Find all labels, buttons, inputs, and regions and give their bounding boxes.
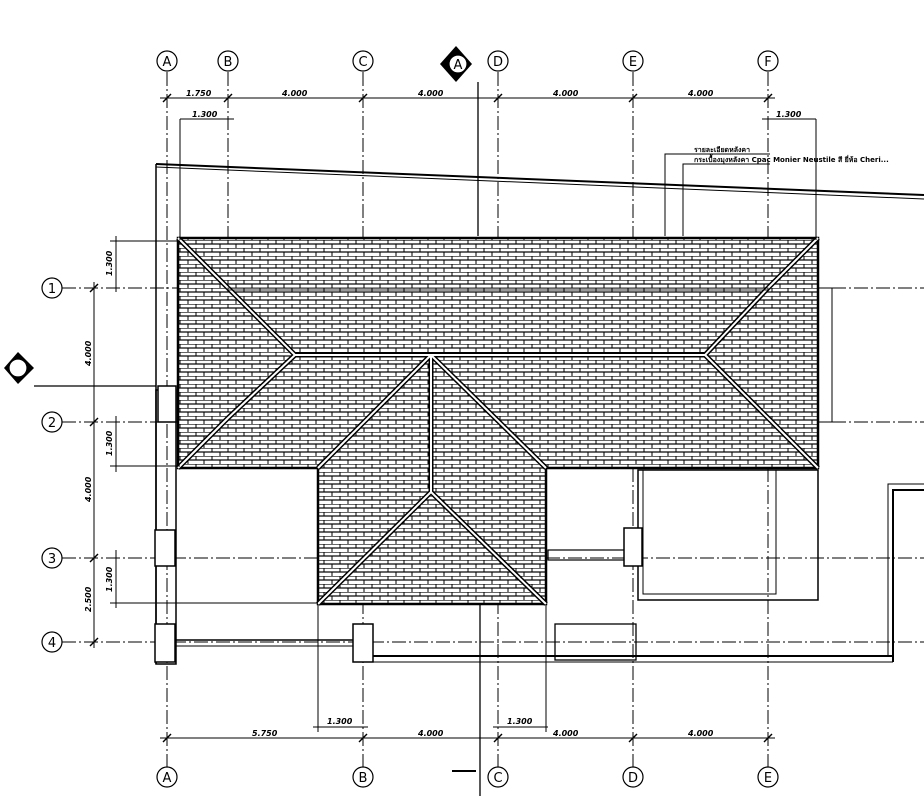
dim-left-1: 1.300 — [105, 250, 114, 276]
dim-left-2: 4.000 — [84, 340, 93, 367]
dim-bottom-1: 5.750 — [252, 729, 278, 738]
grid-bubbles-top — [156, 50, 779, 72]
grid-bubbles-left — [41, 277, 63, 653]
svg-text:A: A — [454, 58, 463, 73]
grid-bubble-e-bottom: E — [764, 771, 772, 786]
grid-bubbles-bottom — [156, 766, 779, 788]
grid-bubble-d-top: D — [493, 55, 503, 70]
dim-top-1: 1.750 — [186, 89, 212, 98]
grid-bubble-b-bottom: B — [359, 771, 368, 786]
dim-top-5: 4.000 — [687, 89, 714, 98]
grid-bubble-1: 1 — [48, 282, 56, 297]
dimension-ticks — [89, 93, 773, 743]
dim-bottom-overhang-1: 1.300 — [327, 717, 353, 726]
dim-top-2: 4.000 — [281, 89, 308, 98]
grid-bubble-d-bottom: D — [628, 771, 638, 786]
dim-overhang-right: 1.300 — [776, 110, 802, 119]
grid-bubble-a-bottom: A — [163, 771, 172, 786]
roof — [176, 236, 820, 606]
dim-bottom-4: 4.000 — [687, 729, 714, 738]
site-outline — [155, 82, 924, 796]
section-marker-left — [4, 352, 156, 387]
columns — [154, 385, 643, 663]
dim-overhang-left: 1.300 — [192, 110, 218, 119]
roof-note-line-2: กระเบื้องมุงหลังคา Cpac Monier Neustile … — [694, 153, 889, 164]
dimension-lines — [93, 97, 817, 739]
dim-bottom-overhang-2: 1.300 — [507, 717, 533, 726]
grid-bubble-c-top: C — [358, 55, 367, 70]
dim-left-3: 1.300 — [105, 430, 114, 456]
roof-note-line-1: รายละเอียดหลังคา — [694, 146, 750, 154]
dim-bottom-3: 4.000 — [552, 729, 579, 738]
grid-bubble-b-top: B — [224, 55, 233, 70]
dim-left-4: 4.000 — [84, 476, 93, 503]
grid-bubble-2: 2 — [48, 416, 56, 431]
dim-left-5: 1.300 — [105, 566, 114, 592]
grid-bubble-3: 3 — [48, 552, 56, 567]
dim-top-4: 4.000 — [552, 89, 579, 98]
grid-bubble-e-top: E — [629, 55, 637, 70]
grid-bubble-4: 4 — [48, 636, 56, 651]
grid-bubble-a-top: A — [163, 55, 172, 70]
dim-top-3: 4.000 — [417, 89, 444, 98]
section-marker-top: A — [440, 46, 472, 82]
grid-bubble-f-top: F — [764, 55, 771, 70]
grid-bubble-c-bottom: C — [493, 771, 502, 786]
roof-note — [664, 153, 770, 236]
dim-left-6: 2.500 — [84, 586, 93, 612]
dim-bottom-2: 4.000 — [417, 729, 444, 738]
